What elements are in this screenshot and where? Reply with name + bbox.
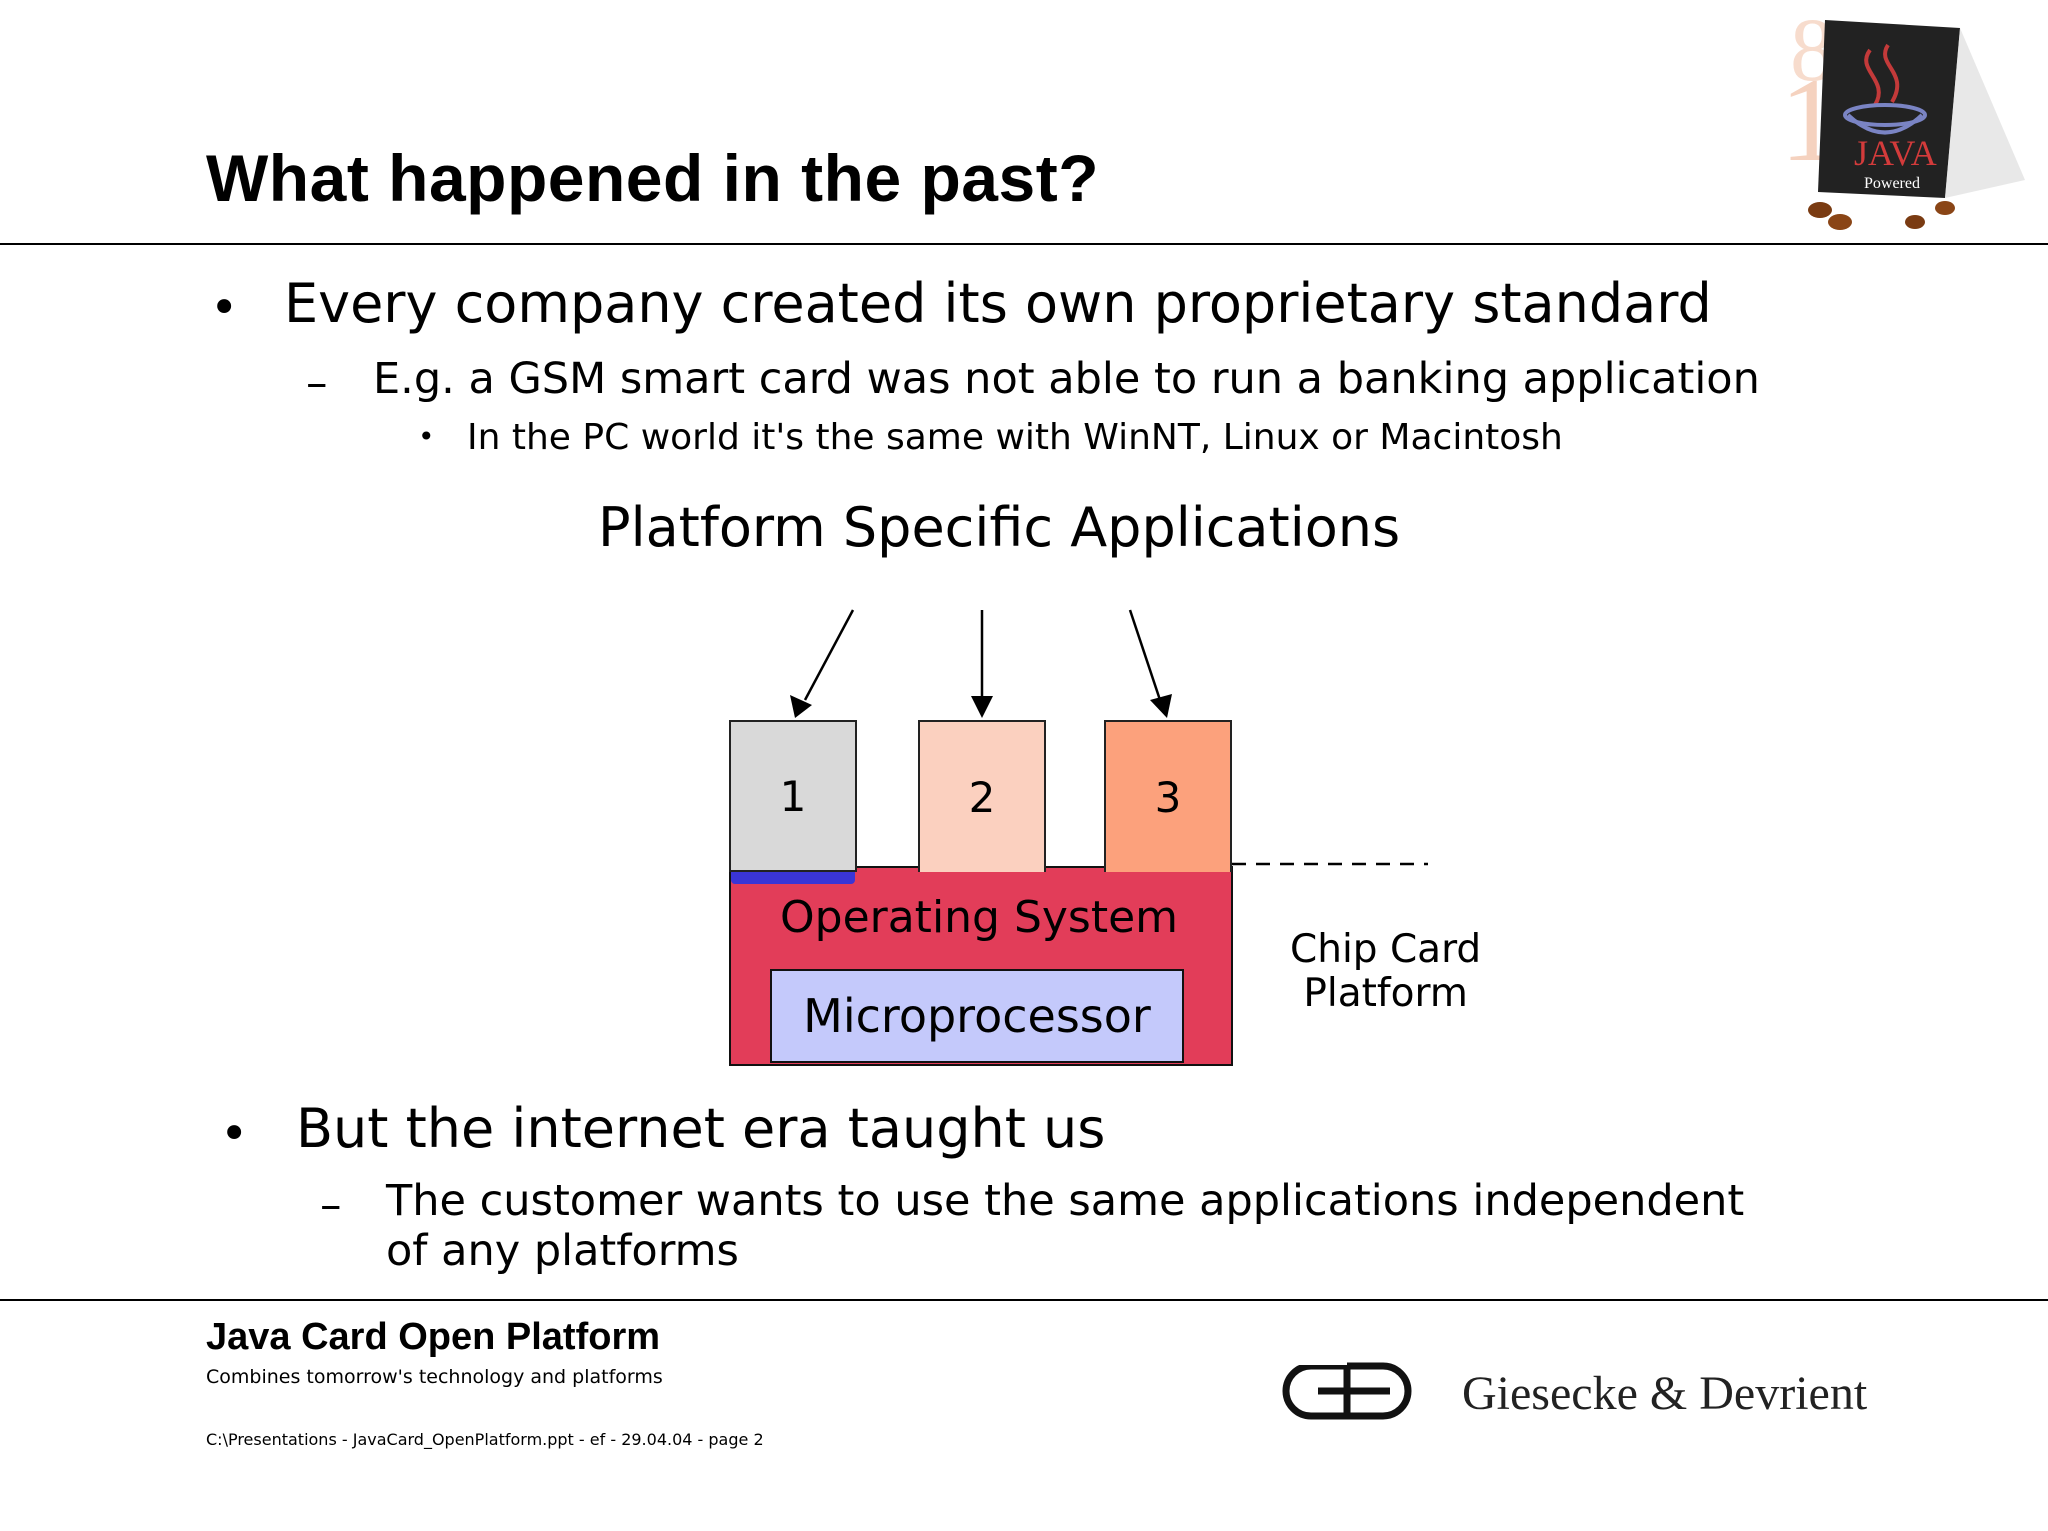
footer-divider <box>0 1299 2048 1301</box>
arrow-to-app-3 <box>1128 609 1172 718</box>
microprocessor-block: Microprocessor <box>770 969 1184 1063</box>
gd-logo <box>1282 1362 1412 1420</box>
app-box-1: 1 <box>729 720 857 872</box>
chip-card-platform-label: Chip Card Platform <box>1290 928 1481 1016</box>
app-label-1: 1 <box>779 771 807 821</box>
powered-text: Powered <box>1864 175 1920 192</box>
company-name: Giesecke & Devrient <box>1462 1367 1868 1420</box>
chip-card-label-line1: Chip Card <box>1290 927 1482 972</box>
header-divider <box>0 243 2048 245</box>
chip-card-label-line2: Platform <box>1303 971 1468 1016</box>
microprocessor-label: Microprocessor <box>803 989 1151 1043</box>
gd-logo-icon <box>1282 1362 1412 1420</box>
bullet-level2: E.g. a GSM smart card was not able to ru… <box>373 354 1760 404</box>
app-box-2: 2 <box>918 720 1046 872</box>
bullet-marker-2: • <box>220 1106 249 1162</box>
bullet-level1-2: But the internet era taught us <box>296 1097 1106 1160</box>
bullet-marker: • <box>210 280 239 336</box>
app-label-3: 3 <box>1154 772 1182 822</box>
app-box-3: 3 <box>1104 720 1232 872</box>
java-powered-logo: 1 8 JAVA Powered <box>1770 1 2040 240</box>
arrow-to-app-1 <box>790 609 855 718</box>
bullet-level1: Every company created its own proprietar… <box>284 272 1712 335</box>
bullet-level2-line2: of any platforms <box>386 1226 739 1276</box>
bullet-level3-marker: • <box>418 420 435 453</box>
java-logo-icon: 1 8 JAVA Powered <box>1780 1 2025 230</box>
footer-file-path: C:\Presentations - JavaCard_OpenPlatform… <box>206 1430 764 1449</box>
bullet-level3: In the PC world it's the same with WinNT… <box>467 417 1563 458</box>
bullet-level2-line1: The customer wants to use the same appli… <box>386 1176 1745 1226</box>
java-text: JAVA <box>1854 133 1937 173</box>
bullet-level2-marker: – <box>306 358 328 408</box>
arrow-to-app-2 <box>971 610 993 718</box>
operating-system-label: Operating System <box>780 892 1179 943</box>
diagram-title: Platform Specific Applications <box>598 496 1401 559</box>
footer-subtitle: Combines tomorrow's technology and platf… <box>206 1366 663 1388</box>
footer-title: Java Card Open Platform <box>206 1316 661 1358</box>
slide-title: What happened in the past? <box>206 141 1100 215</box>
bullet-level2-marker-2: – <box>320 1180 342 1230</box>
app-label-2: 2 <box>968 772 996 822</box>
